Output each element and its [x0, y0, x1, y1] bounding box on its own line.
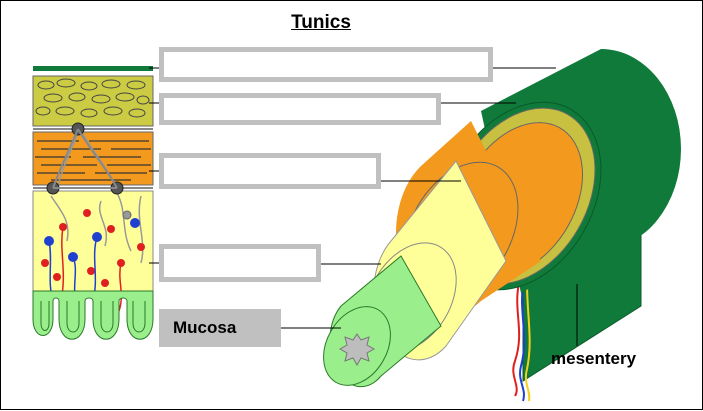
mucosa-label: Mucosa — [159, 309, 281, 347]
serosa-layer — [33, 66, 153, 71]
circular-muscle-layer — [33, 132, 153, 185]
lumen — [340, 334, 374, 365]
blank-label-submucosa[interactable] — [159, 244, 321, 282]
blank-label-serosa[interactable] — [159, 47, 493, 82]
blank-label-muscularis-circular[interactable] — [159, 153, 381, 189]
mucosa-villi — [33, 291, 153, 339]
blank-label-muscularis-longitudinal[interactable] — [159, 93, 441, 125]
mesentery-label: mesentery — [551, 349, 636, 369]
